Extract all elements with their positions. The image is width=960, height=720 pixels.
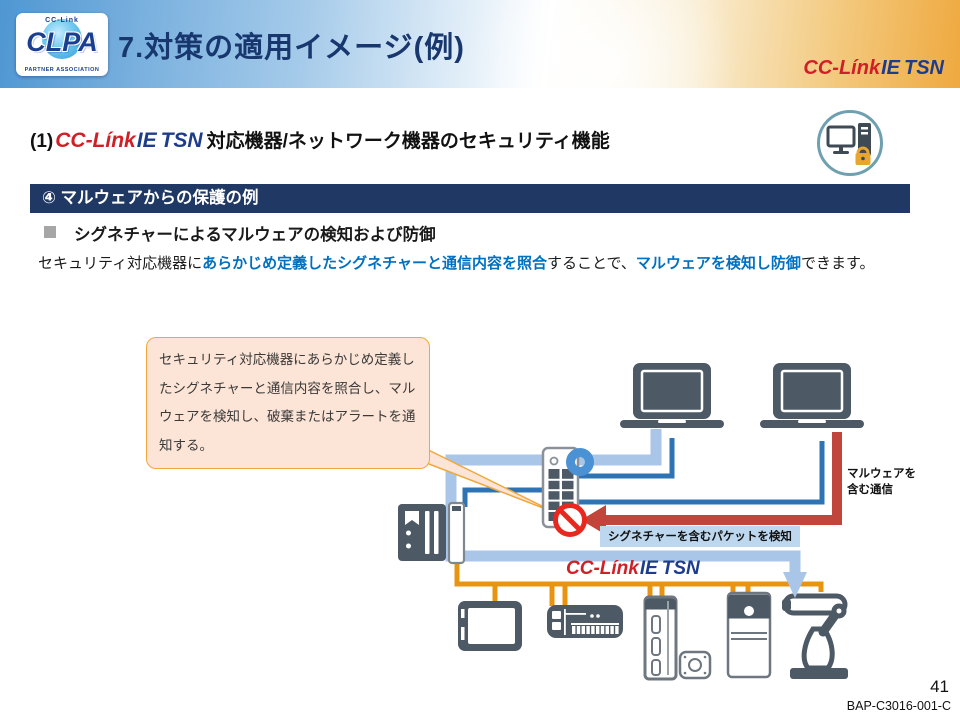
section-number: (1) <box>30 131 54 152</box>
clpa-logo-bottom: PARTNER ASSOCIATION <box>24 67 100 73</box>
clpa-logo: CC-Link CLPA PARTNER ASSOCIATION <box>16 13 108 76</box>
hmi-device <box>458 601 522 651</box>
secure-pc-icon <box>817 110 883 176</box>
globe-icon <box>42 19 82 59</box>
subheading: シグネチャーによるマルウェアの検知および防御 <box>44 221 436 245</box>
clpa-logo-top: CC-Link <box>45 17 79 24</box>
network-diagram <box>389 363 864 681</box>
laptop-1 <box>620 363 724 428</box>
malware-traffic-label: マルウェアを 含む通信 <box>847 468 916 496</box>
malware-traffic-arrow <box>581 432 842 535</box>
subheading-label: シグネチャーによるマルウェアの検知および防御 <box>74 226 436 244</box>
slide-header: CC-Link CLPA PARTNER ASSOCIATION 7.対策の適用… <box>0 0 960 88</box>
plc-device <box>398 504 446 561</box>
robot-device <box>782 593 848 679</box>
laptop-2 <box>760 363 864 428</box>
remote-module-device <box>447 501 466 565</box>
page-number: 41 <box>930 677 949 696</box>
camera-device <box>678 650 712 680</box>
controller-device <box>547 605 623 638</box>
inverter-device <box>643 595 678 681</box>
page-title: 7.対策の適用イメージ(例) <box>118 32 465 64</box>
port-ring-icon <box>566 448 594 476</box>
description-text: セキュリティ対応機器にあらかじめ定義したシグネチャーと通信内容を照合することで、… <box>38 255 875 272</box>
section-title: 対応機器/ネットワーク機器のセキュリティ機能 <box>206 131 610 152</box>
signature-detect-label: シグネチャーを含むパケットを検知 <box>600 526 800 547</box>
bullet-square-icon <box>44 226 56 238</box>
normal-traffic-arrowhead <box>783 556 807 598</box>
callout-box: セキュリティ対応機器にあらかじめ定義したシグネチャーと通信内容を照合し、マルウェ… <box>146 337 430 470</box>
document-number: BAP-C3016-001-C <box>846 699 951 713</box>
topic-banner: ④ マルウェアからの保護の例 <box>30 184 910 213</box>
lan-lines <box>462 438 825 507</box>
servo-device <box>726 591 772 679</box>
clpa-logo-main: CLPA <box>26 27 98 57</box>
prohibition-icon <box>553 503 587 537</box>
